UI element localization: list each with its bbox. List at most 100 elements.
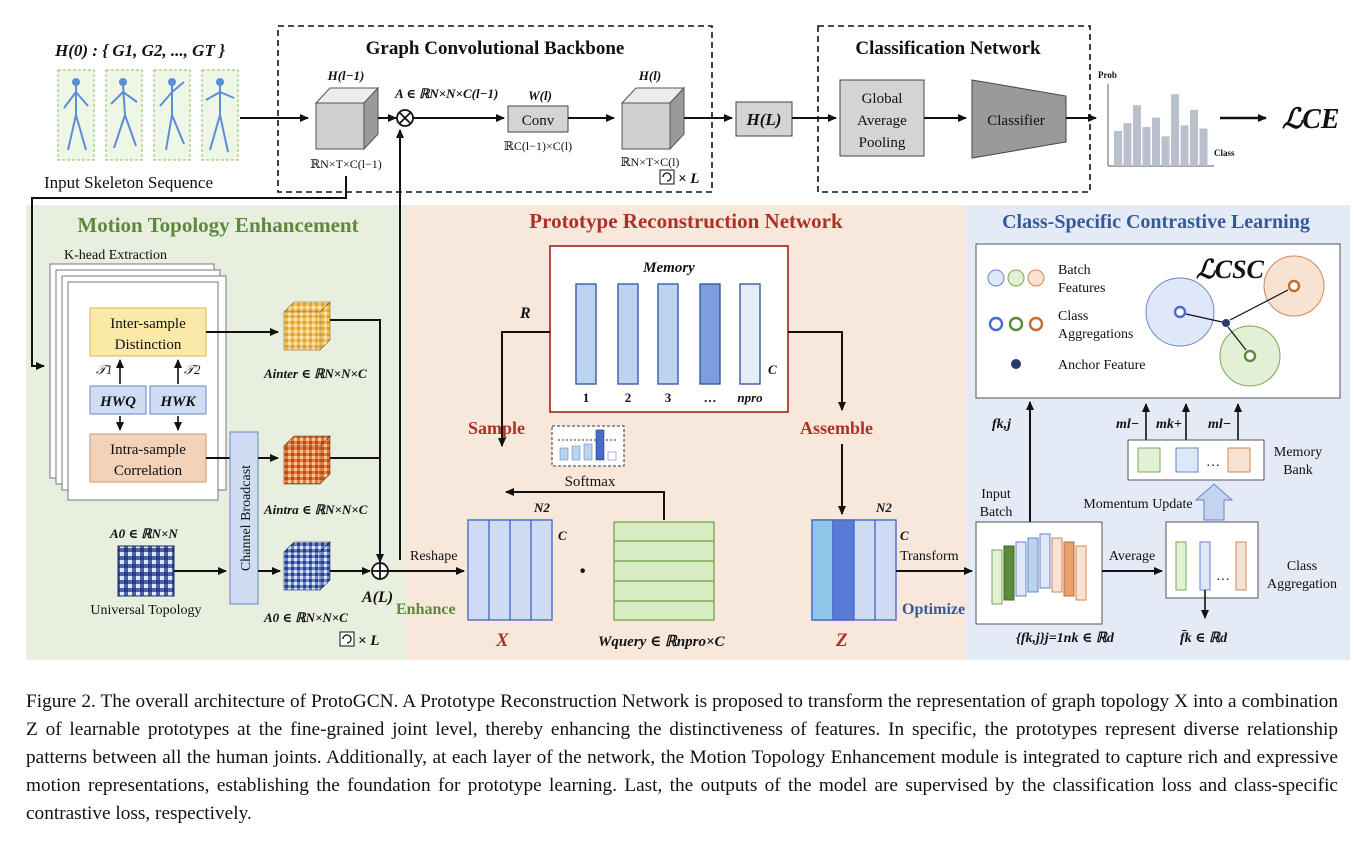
t1-label: 𝒯1 — [96, 362, 112, 377]
class-aggregations-2: Aggregations — [1058, 327, 1133, 342]
memory-column — [617, 283, 639, 385]
svg-text:…: … — [1206, 455, 1220, 470]
hwk-label: HWK — [159, 394, 196, 410]
fbar-label: f̄k ∈ ℝd — [1180, 630, 1228, 646]
x-n2-label: N2 — [533, 500, 550, 515]
memory-column — [575, 283, 597, 385]
weight-label: W(l) — [528, 88, 552, 103]
anchor-feature-label: Anchor Feature — [1058, 358, 1145, 373]
memory-column-label: 1 — [583, 390, 590, 405]
backbone-repeat: × L — [678, 171, 699, 187]
histogram-bar — [1142, 127, 1151, 166]
intra-box — [89, 433, 207, 483]
fkj-label: fk,j — [992, 417, 1011, 432]
class-aggregations-1: Class — [1058, 309, 1088, 324]
histogram-bar — [1199, 128, 1208, 166]
prob-label: Prob — [1098, 70, 1117, 80]
oplus-symbol — [371, 562, 389, 580]
z-c-label: C — [900, 528, 909, 543]
h-cur-cube — [620, 86, 686, 151]
h-final-label: H(L) — [746, 110, 782, 129]
histogram-bar — [1152, 117, 1160, 166]
histogram-bar — [1180, 125, 1189, 166]
prn-title: Prototype Reconstruction Network — [529, 209, 843, 233]
line-memory-to-sample — [498, 331, 550, 447]
a-intra-label: Aintra ∈ ℝN×N×C — [263, 502, 368, 517]
anchor-feature-icon — [1011, 359, 1021, 369]
histogram-bar — [1171, 94, 1179, 166]
input-batch-label-1: Input — [981, 487, 1011, 502]
class-axis-label: Class — [1214, 148, 1235, 158]
x-c-label: C — [558, 528, 567, 543]
z-n2-label: N2 — [875, 500, 892, 515]
universal-topology-label: Universal Topology — [90, 603, 201, 618]
histogram-bar — [1114, 130, 1122, 166]
inter-box — [89, 307, 207, 357]
channel-broadcast-label: Channel Broadcast — [239, 465, 254, 571]
assemble-label: Assemble — [800, 418, 873, 438]
z-matrix — [811, 519, 897, 621]
h-prev-shape: ℝN×T×C(l−1) — [310, 157, 382, 171]
memory-bank-box: … — [1127, 439, 1265, 481]
line-ainter-to-oplus — [330, 319, 384, 563]
class-aggregation-label-1: Class — [1287, 559, 1317, 574]
memory-column-label: 3 — [665, 390, 672, 405]
momentum-update-label: Momentum Update — [1083, 497, 1192, 512]
architecture-diagram: H(0) : { G1, G2, ..., GT } I — [26, 25, 1350, 660]
w-query-label: Wquery ∈ ℝnpro×C — [598, 634, 726, 650]
gap-box — [839, 79, 925, 157]
classifier-label: Classifier — [987, 113, 1045, 129]
memory-bank-label-2: Bank — [1283, 463, 1313, 478]
set-label: {fk,j}j=1nk ∈ ℝd — [1016, 631, 1115, 646]
hwk-box — [149, 385, 207, 415]
h-cur-shape: ℝN×T×C(l) — [621, 155, 680, 169]
loss-ce: ℒCE — [1282, 104, 1340, 135]
svg-text:…: … — [1216, 569, 1230, 584]
softmax-icon — [551, 425, 625, 467]
memory-c-label: C — [768, 362, 777, 377]
hwq-box — [89, 385, 147, 415]
x-matrix — [467, 519, 553, 621]
inter-line2: Distinction — [115, 337, 182, 353]
momentum-arrow — [1194, 483, 1234, 521]
h-prev-cube — [314, 86, 380, 151]
input-batch-label-2: Batch — [980, 505, 1013, 520]
h-final-box — [735, 101, 793, 137]
z-label: Z — [835, 630, 848, 651]
transform-label: Transform — [900, 549, 959, 564]
repeat-icon-mte — [339, 631, 355, 647]
enhance-label: Enhance — [396, 601, 456, 618]
memory-column-label: 2 — [625, 390, 632, 405]
gap-line3: Pooling — [859, 135, 906, 151]
gap-line2: Average — [857, 113, 907, 129]
m-minus-label-2: ml− — [1208, 417, 1231, 432]
caption-figure-label: Figure 2. — [26, 691, 96, 712]
a0-matrix-label: A0 ∈ ℝN×N — [109, 526, 178, 541]
backbone-title: Graph Convolutional Backbone — [366, 38, 625, 59]
caption-text: The overall architecture of ProtoGCN. A … — [26, 691, 1338, 824]
memory-column-label: … — [704, 390, 717, 405]
a-inter-label: Ainter ∈ ℝN×N×C — [263, 366, 367, 381]
a0-cube — [283, 541, 331, 591]
cscl-title: Class-Specific Contrastive Learning — [1002, 211, 1310, 233]
inter-line1: Inter-sample — [110, 316, 186, 332]
reshape-label: Reshape — [410, 549, 457, 564]
loss-csc: ℒCSC — [1196, 255, 1265, 284]
channel-broadcast-box — [229, 431, 259, 605]
figure-caption: Figure 2. The overall architecture of Pr… — [26, 688, 1338, 828]
memory-column — [739, 283, 761, 385]
memory-bank-label-1: Memory — [1274, 445, 1322, 460]
batch-features-1: Batch — [1058, 263, 1091, 278]
a0-cube-label: A0 ∈ ℝN×N×C — [263, 610, 348, 625]
mte-title: Motion Topology Enhancement — [77, 213, 358, 237]
skeleton-frames — [57, 69, 239, 161]
h-cur-label: H(l) — [638, 68, 661, 83]
average-label: Average — [1109, 549, 1155, 564]
memory-column — [657, 283, 679, 385]
dot-label: · — [578, 556, 587, 587]
a-l-label: A(L) — [361, 589, 393, 606]
adjacency-label: A ∈ ℝN×N×C(l−1) — [394, 86, 498, 101]
classification-title: Classification Network — [855, 38, 1041, 59]
intra-line1: Intra-sample — [110, 442, 186, 458]
